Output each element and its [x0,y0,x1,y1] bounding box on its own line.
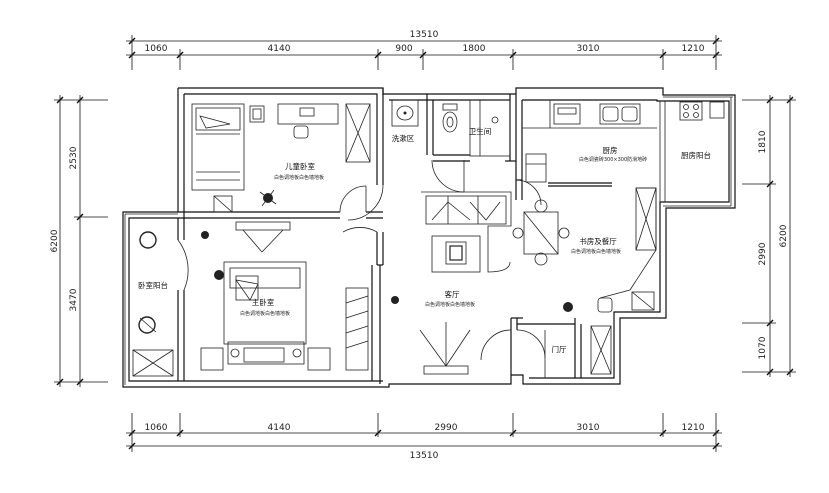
plant-icon [259,189,277,207]
bottom-dimension-chain: 1060 4140 2990 3010 1210 13510 [126,413,722,461]
bedroom-balcony-label: 卧室阳台 [138,280,168,290]
nightstand-icon [200,347,331,371]
shoe-cabinet-icon [590,325,612,375]
top-seg-6: 1210 [682,44,705,54]
wardrobe-icon [345,103,371,163]
kitchen-balcony [663,96,733,207]
left-seg-2: 3470 [69,288,79,311]
desk-icon [277,103,339,139]
master-bedroom-label: 主卧室 [252,297,275,307]
wardrobe-icon [345,287,369,371]
balcony-cabinet [132,349,174,377]
top-seg-2: 4140 [268,44,291,54]
stove-icon [553,101,725,125]
bottom-total-label: 13510 [410,451,439,461]
tv-icon [235,221,291,253]
shower-icon [469,99,511,157]
study-dining-note: 白色调地板白色墙地板 [571,248,621,255]
kitchen-note: 白色调瓷砖300×300防滑地砖 [579,156,647,163]
bathroom-label: 卫生间 [469,126,492,136]
chair-icon [213,195,233,213]
fridge-icon [525,153,547,183]
top-seg-3: 900 [395,44,412,54]
coffee-table-icon [431,235,481,273]
top-seg-1: 1060 [145,44,168,54]
right-total-label: 6200 [779,224,789,247]
master-bed-icon [223,261,307,345]
tv-icon [419,322,471,375]
left-seg-1: 2530 [69,146,79,169]
study-dining-label: 书房及餐厅 [579,236,617,246]
top-total-label: 13510 [410,30,439,40]
kids-bedroom-note: 白色调地板白色墙地板 [274,174,324,181]
dresser-icon [227,341,305,365]
bottom-seg-3: 2990 [435,423,458,433]
entrance-label: 门厅 [552,345,567,354]
bottom-seg-4: 3010 [577,423,600,433]
right-seg-3: 1070 [758,336,768,359]
right-seg-2: 2990 [758,242,768,265]
kitchen-counter [522,100,657,129]
sink-icon [391,99,419,127]
door-swing-icon [177,159,546,378]
bottom-seg-5: 1210 [682,423,705,433]
bed-icon [191,103,245,191]
bottom-seg-1: 1060 [145,423,168,433]
sofa-icon [421,191,512,273]
plant-icon [391,296,573,312]
master-bedroom-note: 白色调地板白色墙地板 [240,310,290,317]
left-dimension-chain: 6200 2530 3470 [50,95,108,387]
walls [122,87,736,388]
toilet-icon [442,103,458,133]
living-room-label: 客厅 [445,289,460,299]
right-dimension-chain: 1810 2990 1070 6200 [742,95,796,377]
bedroom-balcony [124,213,178,385]
nightstand-icon [249,105,265,123]
bookshelf-icon [599,187,657,311]
plant-icon [138,231,224,334]
kitchen-balcony-label: 厨房阳台 [681,150,711,160]
kitchen-label: 厨房 [603,145,618,155]
top-seg-4: 1800 [463,44,486,54]
top-seg-5: 3010 [577,44,600,54]
right-seg-1: 1810 [758,130,768,153]
study-chair-icon [597,297,613,313]
wash-area-label: 洗漱区 [392,133,415,143]
kitchen-sink-icon [599,103,641,125]
top-dimension-chain: 13510 1060 4140 900 1800 3010 1210 [126,30,722,70]
kids-bedroom-label: 儿童卧室 [285,161,315,171]
dining-table-icon [512,199,570,266]
living-room-note: 白色调地板白色墙地板 [425,301,475,308]
bottom-seg-2: 4140 [268,423,291,433]
left-total-label: 6200 [50,229,60,252]
